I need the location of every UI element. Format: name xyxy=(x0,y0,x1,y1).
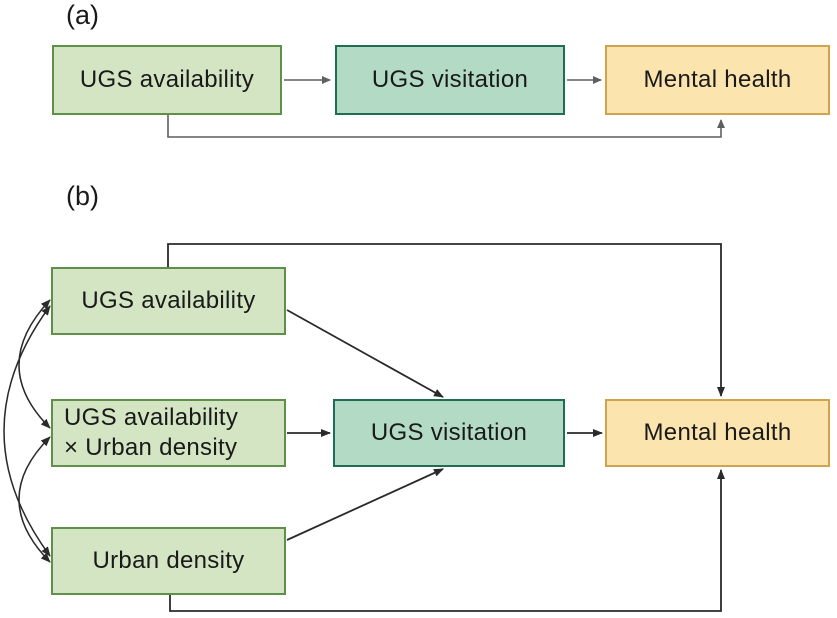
arrow-b-availability-to-visitation xyxy=(286,309,444,398)
box-a-ugs-visitation: UGS visitation xyxy=(335,45,565,115)
arrow-b-density-to-visitation xyxy=(286,468,444,541)
box-b-interaction-line2: × Urban density xyxy=(64,434,238,461)
box-b-interaction: UGS availability × Urban density xyxy=(51,399,286,467)
arc-b-availability-density xyxy=(3,305,51,557)
box-b-interaction-line1: UGS availability xyxy=(64,404,239,431)
box-b-urban-density: Urban density xyxy=(51,527,286,595)
box-b-ugs-visitation: UGS visitation xyxy=(333,399,565,467)
panel-b-label: (b) xyxy=(66,181,99,211)
arc-b-availability-interaction xyxy=(18,299,51,429)
box-a-ugs-visitation-label: UGS visitation xyxy=(371,66,529,93)
arrow-a-availability-to-mental-direct xyxy=(167,115,725,138)
box-b-ugs-availability-label: UGS availability xyxy=(81,287,256,314)
arc-b-interaction-density xyxy=(18,436,51,563)
box-b-ugs-visitation-label: UGS visitation xyxy=(370,419,528,446)
arrow-b-availability-to-mental-direct xyxy=(167,243,725,397)
box-a-ugs-availability: UGS availability xyxy=(52,45,282,115)
box-b-ugs-availability: UGS availability xyxy=(51,267,286,335)
box-b-mental-health: Mental health xyxy=(605,399,830,467)
box-a-mental-health-label: Mental health xyxy=(643,66,792,93)
box-a-mental-health: Mental health xyxy=(605,45,830,115)
box-b-urban-density-label: Urban density xyxy=(92,547,245,574)
arrow-b-density-to-mental-direct xyxy=(169,469,725,612)
box-b-mental-health-label: Mental health xyxy=(643,419,792,446)
box-a-ugs-availability-label: UGS availability xyxy=(79,66,255,93)
panel-a-label: (a) xyxy=(66,0,99,30)
